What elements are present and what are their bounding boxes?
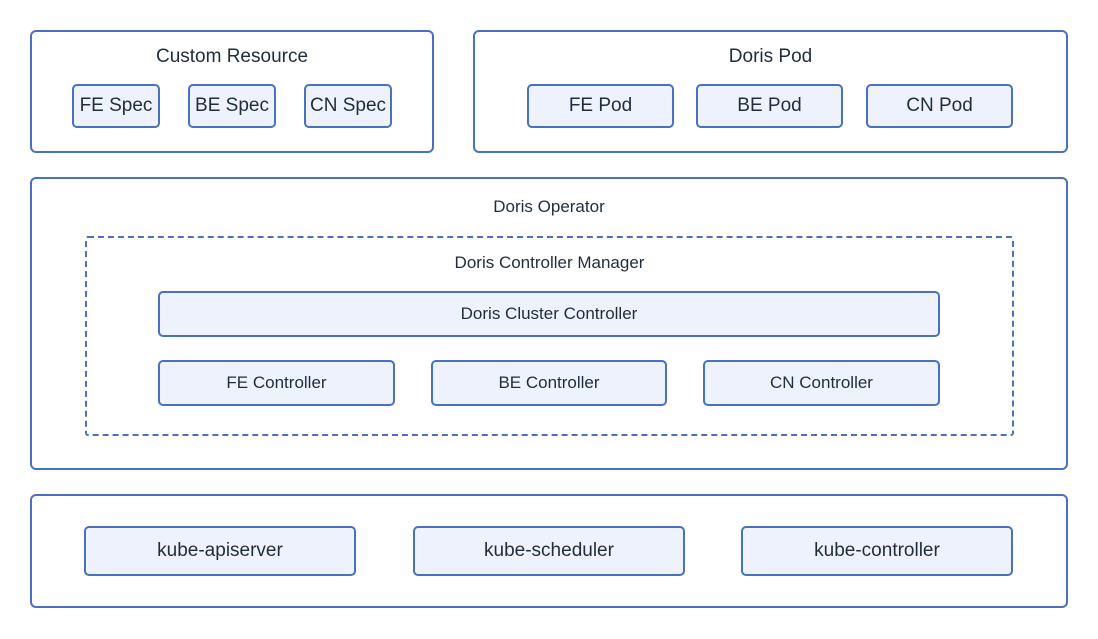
controller-manager-title: Doris Controller Manager <box>454 253 645 272</box>
cn-controller-box: CN Controller <box>703 360 940 406</box>
doris-operator-title: Doris Operator <box>493 197 605 216</box>
cn-pod-box: CN Pod <box>866 84 1013 128</box>
kube-apiserver-box: kube-apiserver <box>84 526 356 576</box>
be-pod-box: BE Pod <box>696 84 843 128</box>
custom-resource-title: Custom Resource <box>155 46 309 67</box>
doris-pod-title: Doris Pod <box>728 46 813 67</box>
fe-pod-box: FE Pod <box>527 84 674 128</box>
cn-spec-box: CN Spec <box>304 84 392 128</box>
doris-cluster-controller-box: Doris Cluster Controller <box>158 291 940 337</box>
kube-controller-box: kube-controller <box>741 526 1013 576</box>
be-controller-box: BE Controller <box>431 360 667 406</box>
kube-scheduler-box: kube-scheduler <box>413 526 685 576</box>
controller-manager-box <box>85 236 1014 436</box>
be-spec-box: BE Spec <box>188 84 276 128</box>
fe-controller-box: FE Controller <box>158 360 395 406</box>
fe-spec-box: FE Spec <box>72 84 160 128</box>
